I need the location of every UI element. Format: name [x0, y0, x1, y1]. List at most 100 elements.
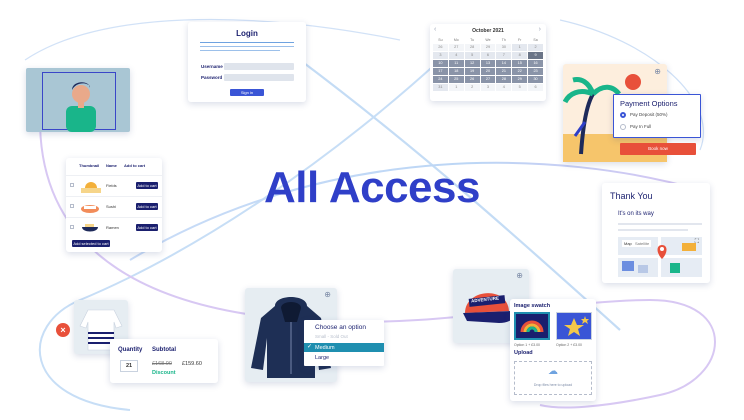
calendar-day[interactable]: 3	[433, 52, 448, 59]
next-month-icon[interactable]: ›	[538, 26, 541, 33]
calendar-day[interactable]: 12	[464, 60, 480, 67]
option-dropdown[interactable]: Choose an option Small - Sold Out ✓ Medi…	[304, 320, 384, 366]
calendar-day[interactable]: 29	[480, 44, 496, 51]
calendar-day[interactable]: 16	[528, 60, 543, 67]
remove-icon[interactable]: ×	[56, 323, 70, 337]
info-line	[618, 229, 688, 231]
cap-image-card: ADVENTURE ⊕	[453, 269, 529, 343]
upload-hint: Drop files here to upload	[533, 383, 573, 387]
option-pay-in-full-label: Pay In Full	[630, 124, 652, 129]
row-checkbox[interactable]	[70, 204, 74, 208]
calendar-day[interactable]: 2	[528, 44, 543, 51]
calendar-day[interactable]: 6	[528, 84, 543, 91]
table-row: Ramen Add to cart	[66, 217, 162, 237]
username-field[interactable]	[224, 63, 294, 70]
map-view[interactable]: Map Satellite ⛶	[618, 237, 702, 277]
calendar-day[interactable]: 20	[480, 68, 496, 75]
zoom-icon[interactable]: ⊕	[516, 271, 523, 280]
calendar-day[interactable]: 4	[496, 84, 512, 91]
calendar-day[interactable]: 26	[433, 44, 448, 51]
calendar-day[interactable]: 1	[448, 84, 464, 91]
fullscreen-icon[interactable]: ⛶	[694, 239, 699, 245]
password-field[interactable]	[224, 74, 294, 81]
calendar-day[interactable]: 27	[480, 76, 496, 83]
calendar-day[interactable]: 10	[433, 60, 448, 67]
swatch-option-rainbow[interactable]	[514, 312, 550, 340]
calendar-month: October 2021	[472, 28, 504, 34]
check-icon: ✓	[307, 344, 313, 350]
row-name: Ramen	[106, 225, 119, 230]
calendar-day[interactable]: 27	[448, 44, 464, 51]
radio-pay-in-full[interactable]	[620, 124, 626, 130]
calendar-day[interactable]: 7	[496, 52, 512, 59]
add-to-cart-button[interactable]: Add to cart	[136, 182, 158, 189]
person-illustration	[66, 82, 96, 132]
map-tab-map[interactable]: Map	[622, 240, 634, 247]
option-large[interactable]: Large	[315, 355, 330, 361]
calendar-day[interactable]: 18	[448, 68, 464, 75]
dropdown-title: Choose an option	[315, 324, 366, 331]
calendar-day[interactable]: 3	[480, 84, 496, 91]
calendar-day[interactable]: 17	[433, 68, 448, 75]
quantity-label: Quantity	[118, 347, 143, 353]
calendar-day[interactable]: 22	[512, 68, 528, 75]
row-checkbox[interactable]	[70, 183, 74, 187]
sign-in-button[interactable]: Sign in	[230, 89, 264, 96]
login-title: Login	[236, 29, 258, 38]
calendar-day[interactable]: 29	[512, 76, 528, 83]
calendar-day[interactable]: 4	[448, 52, 464, 59]
add-selected-to-cart-button[interactable]: Add selected to cart	[72, 240, 110, 247]
calendar-day[interactable]: 5	[464, 52, 480, 59]
calendar-day[interactable]: 8	[512, 52, 528, 59]
upload-dropzone[interactable]: ☁ Drop files here to upload	[514, 361, 592, 395]
radio-pay-deposit[interactable]	[620, 112, 626, 118]
calendar-day[interactable]: 30	[528, 76, 543, 83]
calendar-day[interactable]: 13	[480, 60, 496, 67]
add-to-cart-button[interactable]: Add to cart	[136, 224, 158, 231]
calendar-day[interactable]: 25	[448, 76, 464, 83]
calendar-day[interactable]: 26	[464, 76, 480, 83]
avatar-image-card	[26, 68, 130, 132]
calendar-day[interactable]: 21	[496, 68, 512, 75]
password-label: Password	[201, 75, 223, 80]
weekday-label: Tu	[470, 38, 475, 42]
calendar-day[interactable]: 31	[433, 84, 448, 91]
calendar-day[interactable]: 14	[496, 60, 512, 67]
weekday-label: We	[485, 38, 491, 42]
add-to-cart-button[interactable]: Add to cart	[136, 203, 158, 210]
book-now-button[interactable]: Book now	[620, 143, 696, 155]
calendar-day[interactable]: 24	[433, 76, 448, 83]
calendar-day[interactable]: 19	[464, 68, 480, 75]
calendar-day[interactable]: 5	[512, 84, 528, 91]
calendar-day[interactable]: 11	[448, 60, 464, 67]
option-medium[interactable]: ✓ Medium	[304, 343, 384, 352]
sushi-thumbnail-icon	[81, 205, 99, 213]
ramen-thumbnail-icon	[82, 224, 98, 232]
prev-month-icon[interactable]: ‹	[434, 26, 437, 33]
payment-title: Payment Options	[620, 99, 678, 108]
calendar-day[interactable]: 6	[480, 52, 496, 59]
weekday-label: Th	[501, 38, 506, 42]
calendar-day[interactable]: 2	[464, 84, 480, 91]
calendar-day[interactable]: 28	[496, 76, 512, 83]
calendar-day[interactable]: 9	[528, 52, 543, 59]
calendar-day[interactable]: 28	[464, 44, 480, 51]
info-line	[200, 46, 294, 47]
table-row: Sushi Add to cart	[66, 196, 162, 216]
zoom-icon[interactable]: ⊕	[324, 290, 331, 299]
map-tab-satellite[interactable]: Satellite	[633, 240, 652, 247]
swatch-option-stars[interactable]	[556, 312, 592, 340]
calendar-day[interactable]: 1	[512, 44, 528, 51]
calendar-day[interactable]: 23	[528, 68, 543, 75]
swatch-option-1-label: Option 1 + £3.00	[514, 343, 540, 347]
row-checkbox[interactable]	[70, 225, 74, 229]
cap-illustration	[463, 293, 514, 323]
row-name: Fields	[106, 183, 117, 188]
swatch-title: Image swatch	[514, 303, 551, 309]
calendar-day[interactable]: 30	[496, 44, 512, 51]
calendar-day[interactable]: 15	[512, 60, 528, 67]
map-illustration	[618, 237, 702, 277]
zoom-icon[interactable]: ⊕	[654, 67, 661, 76]
quantity-input[interactable]: 21	[120, 360, 138, 372]
